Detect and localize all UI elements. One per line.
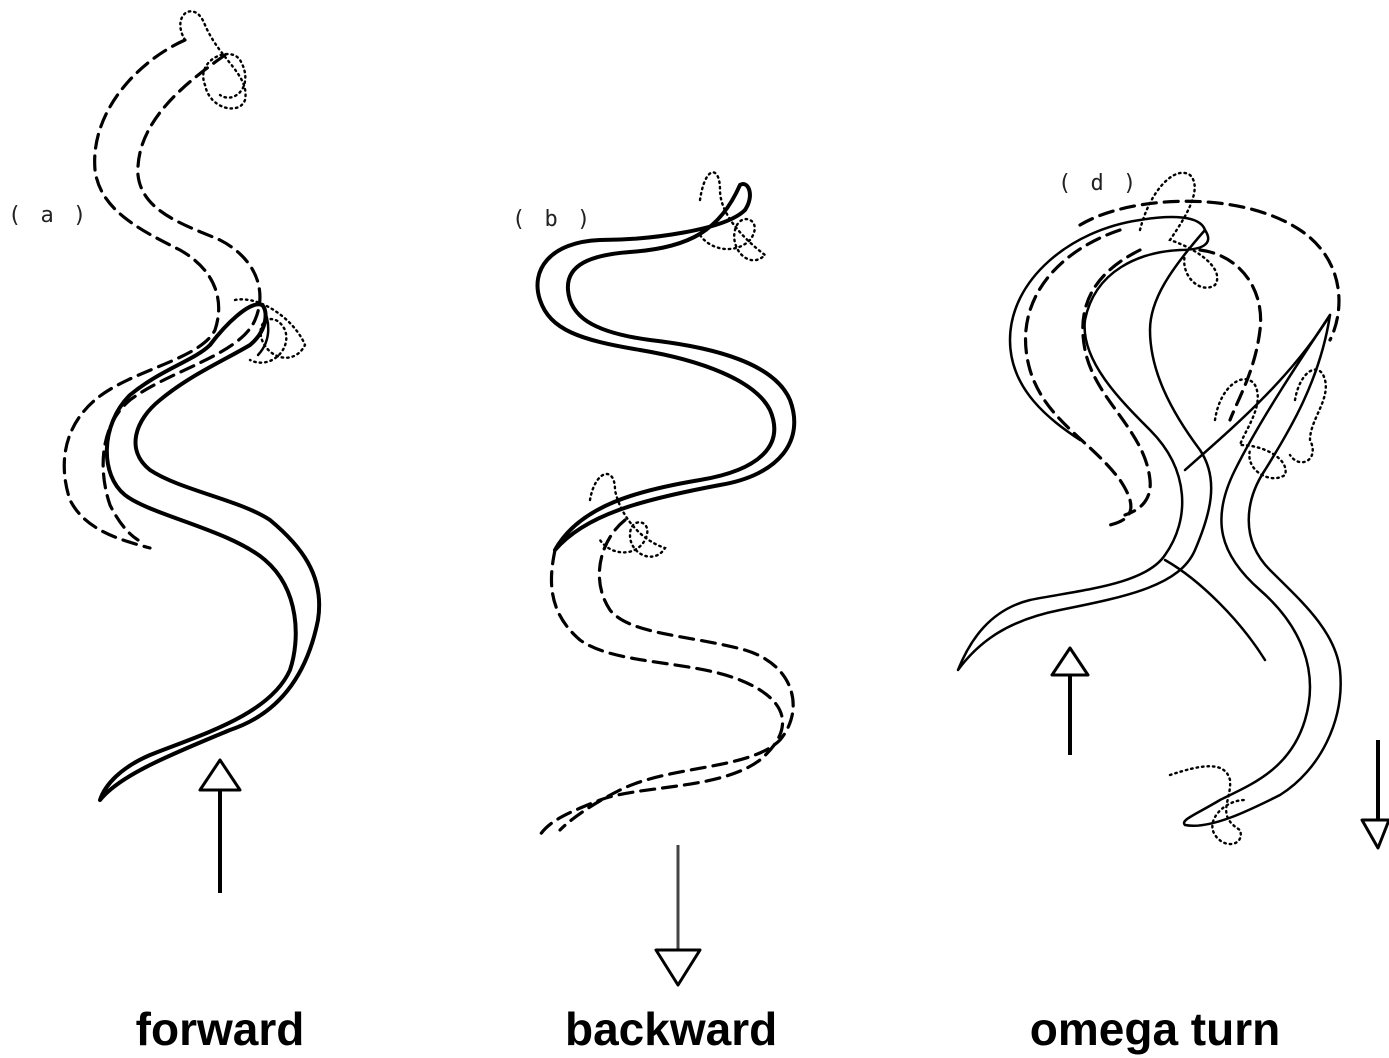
panel-d-crossing-line-lower — [1165, 560, 1265, 660]
panel-d-current-body — [958, 230, 1211, 670]
caption-omega-turn: omega turn — [1020, 1000, 1290, 1058]
panel-b-direction-arrow-down-icon — [656, 950, 700, 985]
panel-a: ( a ) — [8, 11, 319, 893]
panel-a-current-body — [100, 304, 319, 800]
panel-b-tag: ( b ) — [512, 207, 593, 232]
panel-a-previous-body-outline-inner — [103, 55, 260, 540]
panel-b: ( b ) — [512, 172, 794, 985]
panel-d-arrow-up-icon — [1052, 648, 1088, 675]
panel-b-current-body — [538, 184, 795, 550]
panel-a-direction-arrow-up-icon — [200, 760, 240, 790]
panel-d-arrow-down-icon — [1362, 820, 1389, 848]
caption-forward: forward — [120, 1000, 320, 1058]
panel-d-previous-body-outline-left — [1026, 230, 1131, 525]
panel-a-previous-head-trace — [180, 11, 245, 108]
panel-d: ( d ) — [958, 171, 1389, 848]
caption-backward: backward — [565, 1000, 775, 1058]
panel-b-next-body-outline — [540, 550, 783, 835]
panel-d-lower-loop — [1184, 315, 1341, 826]
panel-d-previous-body-outline — [1080, 201, 1339, 340]
panel-b-next-body-outline-inner — [560, 520, 793, 830]
panel-a-tag: ( a ) — [8, 203, 89, 228]
panel-d-previous-head-outline — [1200, 250, 1261, 420]
panel-d-head-trace-bottom — [1170, 766, 1245, 844]
panel-a-previous-body-outline — [64, 40, 218, 548]
panel-d-tag: ( d ) — [1058, 171, 1139, 196]
panel-d-head-trace-middle — [1215, 379, 1286, 478]
